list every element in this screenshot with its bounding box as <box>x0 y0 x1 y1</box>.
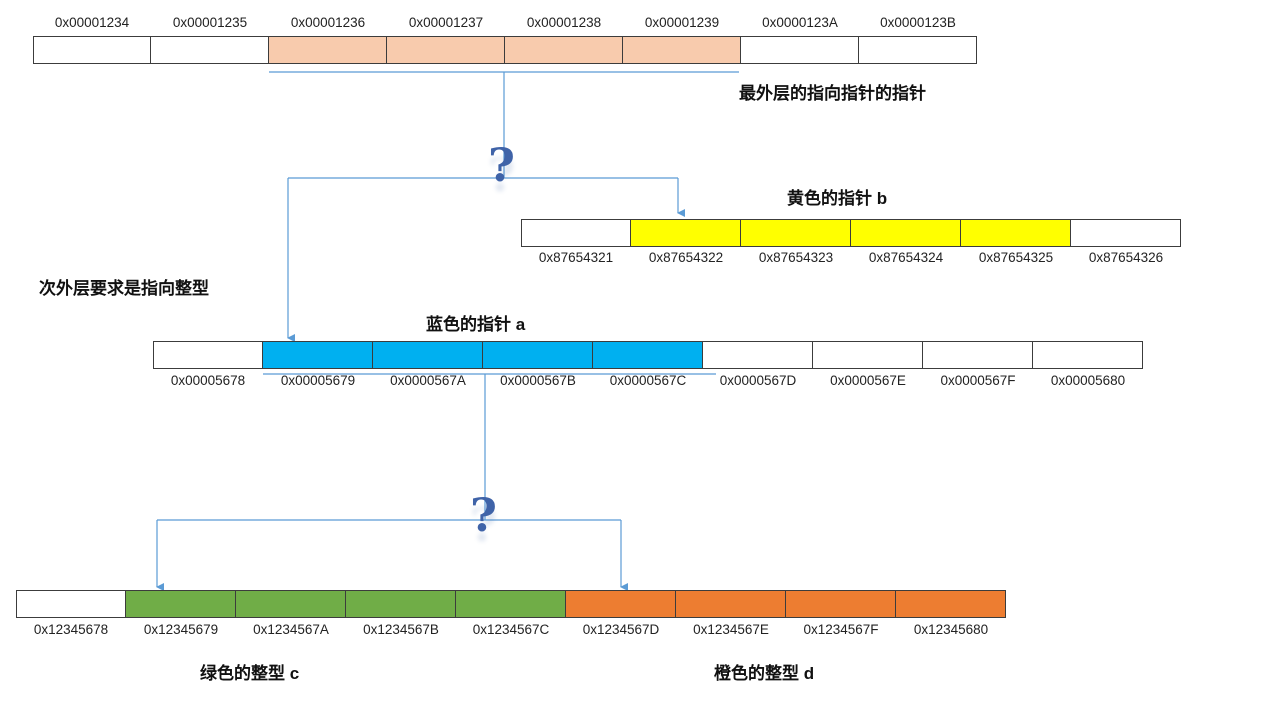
outer-address-label: 0x00001239 <box>644 15 720 30</box>
blue-address-label: 0x00005680 <box>1050 373 1126 388</box>
outer-memory-cell <box>386 36 505 64</box>
outer-address-label: 0x00001236 <box>290 15 366 30</box>
question-mark-icon: ? <box>470 488 497 542</box>
blue-memory-cell <box>153 341 263 369</box>
blue-address-label: 0x0000567B <box>500 373 576 388</box>
blue-pointer-label: 蓝色的指针 a <box>426 315 526 334</box>
yellow-memory-cell <box>1070 219 1181 247</box>
outer-address-label: 0x00001238 <box>526 15 602 30</box>
outer-address-label: 0x0000123A <box>762 15 838 30</box>
integer-memory-cell <box>345 590 456 618</box>
blue-memory-cell <box>702 341 813 369</box>
integer-address-label: 0x12345679 <box>143 622 219 637</box>
integer-address-label: 0x1234567F <box>803 622 879 637</box>
outer-memory-row <box>33 36 977 64</box>
blue-memory-cell <box>812 341 923 369</box>
question-mark-icon: ? <box>488 138 515 192</box>
yellow-memory-cell <box>630 219 741 247</box>
orange-int-label: 橙色的整型 d <box>714 664 815 683</box>
blue-memory-cell <box>1032 341 1143 369</box>
outer-memory-cell <box>268 36 387 64</box>
yellow-memory-cell <box>740 219 851 247</box>
integer-address-label: 0x12345678 <box>33 622 109 637</box>
blue-memory-row <box>153 341 1143 369</box>
yellow-memory-cell <box>960 219 1071 247</box>
blue-address-label: 0x0000567C <box>609 373 687 388</box>
yellow-address-label: 0x87654326 <box>1088 250 1164 265</box>
integer-address-label: 0x1234567E <box>693 622 769 637</box>
yellow-address-label: 0x87654322 <box>648 250 724 265</box>
outer-memory-cell <box>150 36 269 64</box>
blue-memory-cell <box>372 341 483 369</box>
blue-address-label: 0x0000567F <box>940 373 1016 388</box>
yellow-address-label: 0x87654325 <box>978 250 1054 265</box>
blue-address-row: 0x00005678 0x00005679 0x0000567A 0x0000567B… <box>153 373 1143 388</box>
integer-address-label: 0x12345680 <box>913 622 989 637</box>
outer-memory-cell <box>504 36 623 64</box>
blue-address-label: 0x0000567A <box>390 373 466 388</box>
blue-address-label: 0x00005679 <box>280 373 356 388</box>
blue-memory-cell <box>592 341 703 369</box>
yellow-memory-row <box>521 219 1181 247</box>
blue-memory-cell <box>482 341 593 369</box>
integer-memory-cell <box>785 590 896 618</box>
integer-memory-cell <box>675 590 786 618</box>
outer-address-label: 0x00001235 <box>172 15 248 30</box>
yellow-address-label: 0x87654323 <box>758 250 834 265</box>
integer-address-label: 0x1234567C <box>472 622 550 637</box>
outer-address-label: 0x00001234 <box>54 15 130 30</box>
blue-memory-cell <box>262 341 373 369</box>
outer-pointer-label: 最外层的指向指针的指针 <box>739 84 926 103</box>
integer-memory-cell <box>235 590 346 618</box>
yellow-address-label: 0x87654324 <box>868 250 944 265</box>
integer-address-label: 0x1234567D <box>582 622 660 637</box>
integer-address-label: 0x1234567B <box>363 622 439 637</box>
yellow-memory-cell <box>850 219 961 247</box>
integer-address-row: 0x12345678 0x12345679 0x1234567A 0x1234567B… <box>16 622 1006 637</box>
integer-memory-cell <box>895 590 1006 618</box>
yellow-address-row: 0x87654321 0x87654322 0x87654323 0x87654324… <box>521 250 1181 265</box>
blue-address-label: 0x00005678 <box>170 373 246 388</box>
blue-memory-cell <box>922 341 1033 369</box>
outer-memory-cell <box>33 36 151 64</box>
outer-address-label: 0x0000123B <box>880 15 956 30</box>
yellow-memory-cell <box>521 219 631 247</box>
outer-address-row: 0x00001234 0x00001235 0x00001236 0x00001237… <box>33 15 977 30</box>
integer-memory-row <box>16 590 1006 618</box>
outer-memory-cell <box>740 36 859 64</box>
yellow-pointer-label: 黄色的指针 b <box>787 189 888 208</box>
outer-memory-cell <box>622 36 741 64</box>
yellow-address-label: 0x87654321 <box>538 250 614 265</box>
integer-memory-cell <box>16 590 126 618</box>
blue-address-label: 0x0000567D <box>719 373 797 388</box>
green-int-label: 绿色的整型 c <box>200 664 300 683</box>
outer-address-label: 0x00001237 <box>408 15 484 30</box>
integer-memory-cell <box>455 590 566 618</box>
blue-address-label: 0x0000567E <box>830 373 906 388</box>
outer-memory-cell <box>858 36 977 64</box>
middle-note: 次外层要求是指向整型 <box>39 279 209 298</box>
integer-memory-cell <box>125 590 236 618</box>
integer-address-label: 0x1234567A <box>253 622 329 637</box>
integer-memory-cell <box>565 590 676 618</box>
